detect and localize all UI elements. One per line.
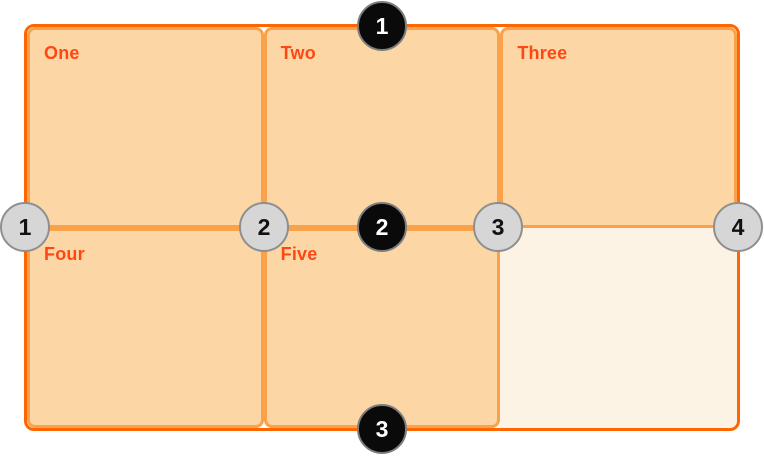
grid-cell-four: Four — [27, 227, 264, 428]
column-line-badge-4: 4 — [713, 202, 763, 252]
grid-cell-empty — [500, 227, 737, 428]
row-line-badge-2: 2 — [357, 202, 407, 252]
cell-label: Five — [280, 243, 318, 264]
cell-label: Three — [517, 43, 568, 63]
column-line-number: 1 — [18, 213, 32, 240]
column-line-badge-3: 3 — [473, 202, 523, 252]
cell-label: One — [44, 43, 80, 63]
row-line-number: 1 — [375, 12, 389, 39]
row-line-badge-1: 1 — [357, 1, 407, 51]
column-line-badge-1: 1 — [0, 202, 50, 252]
row-line-number: 3 — [375, 415, 389, 442]
grid-cell-three: Three — [500, 27, 737, 228]
column-line-number: 4 — [731, 213, 745, 240]
cell-label: Four — [44, 243, 85, 264]
column-line-number: 3 — [491, 213, 505, 240]
row-line-number: 2 — [375, 213, 389, 240]
column-line-number: 2 — [257, 213, 271, 240]
column-line-badge-2: 2 — [239, 202, 289, 252]
grid-cell-five: Five — [263, 227, 501, 428]
row-line-badge-3: 3 — [357, 404, 407, 454]
grid-cell-two: Two — [263, 27, 501, 228]
cell-label: Two — [280, 43, 316, 63]
grid-cell-one: One — [27, 27, 264, 228]
